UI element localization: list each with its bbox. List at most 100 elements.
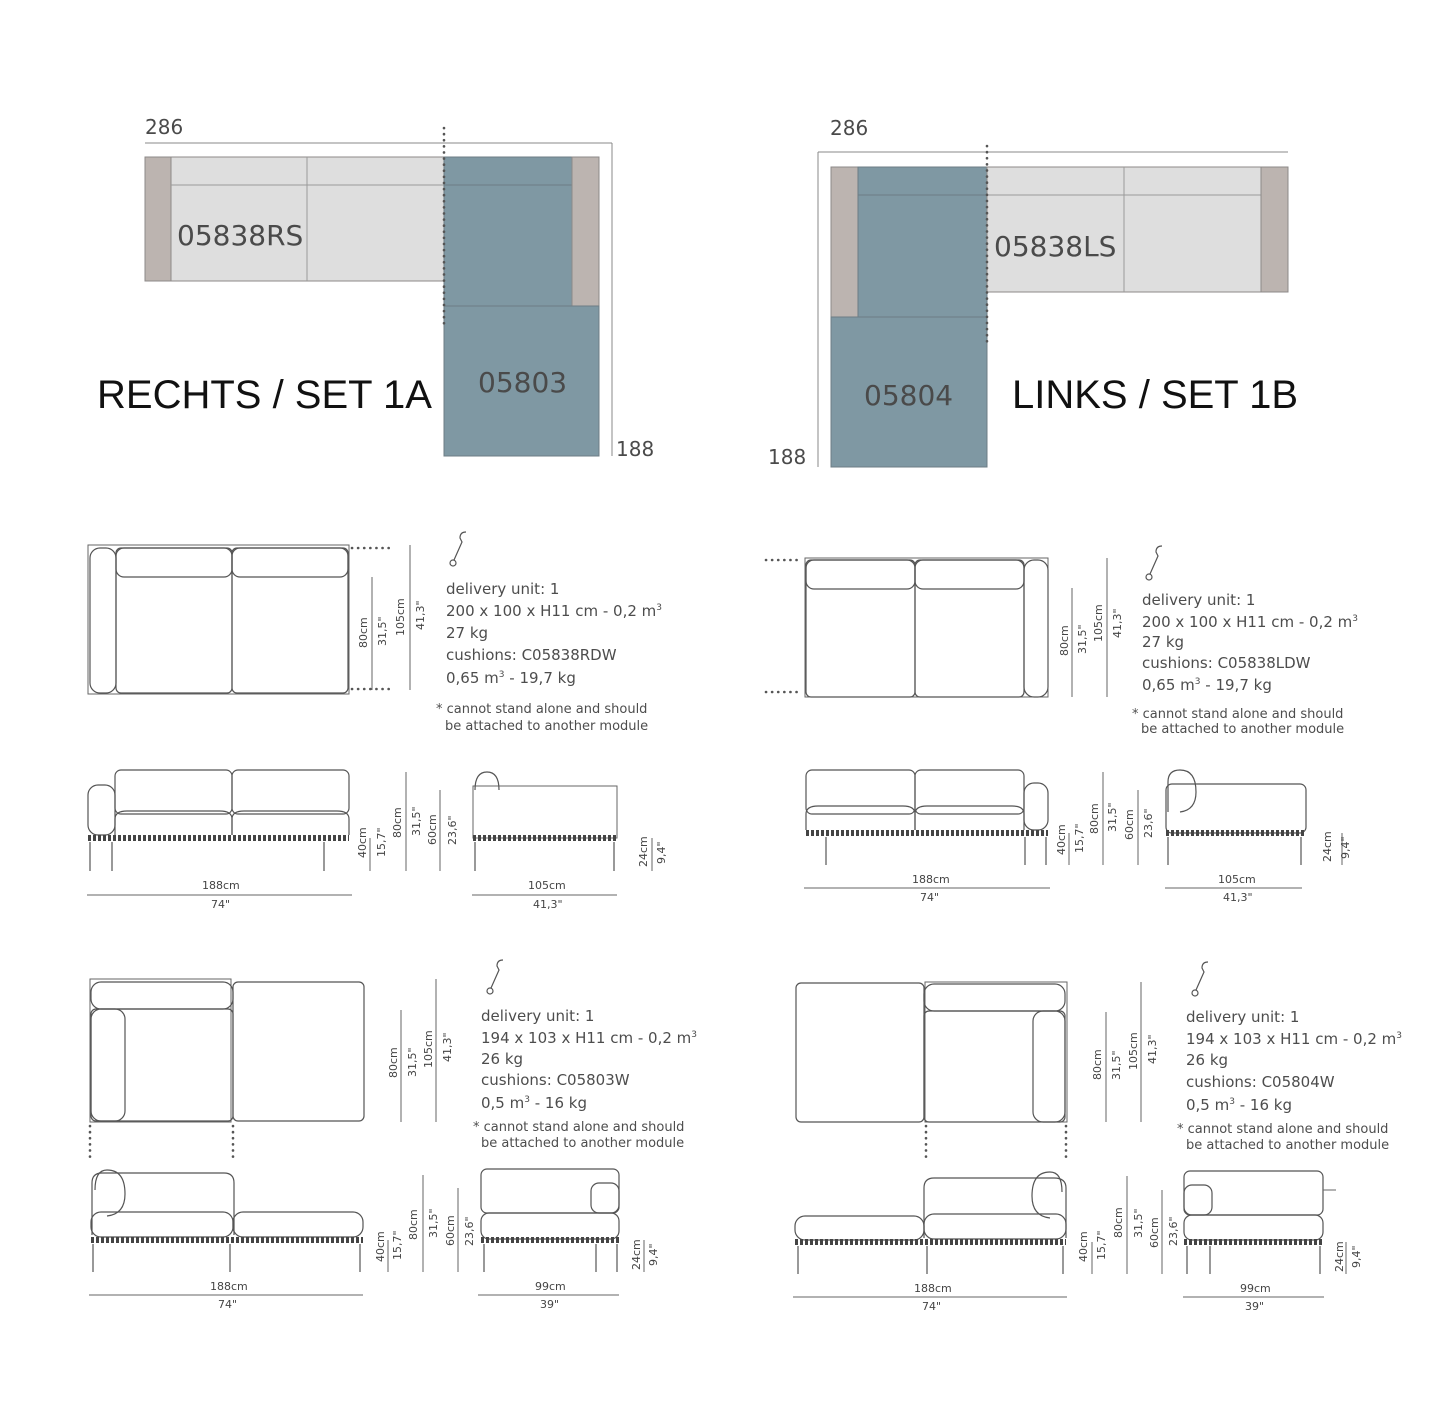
spec-note-2: be attached to another module	[1186, 1138, 1389, 1153]
dim-41-3in: 41,3"	[1146, 1034, 1159, 1064]
dim-40cm: 40cm	[1055, 824, 1068, 855]
dim-80cm: 80cm	[407, 1209, 420, 1240]
dim-74in: 74"	[218, 1298, 237, 1311]
dim-80cm: 80cm	[391, 807, 404, 838]
spec-delivery: delivery unit: 1	[446, 580, 559, 598]
dim-60cm: 60cm	[426, 814, 439, 845]
chaise-top-view-05804: 80cm 31,5" 105cm 41,3"	[795, 981, 1159, 1164]
module-code-05804: 05804	[864, 379, 953, 412]
dim-74in: 74"	[211, 898, 230, 911]
dim-40cm: 40cm	[374, 1231, 387, 1262]
dim-31-5in: 31,5"	[410, 806, 423, 836]
spec-box: 200 x 100 x H11 cm - 0,2 m3	[1142, 613, 1358, 631]
dim-41-3in: 41,3"	[1111, 608, 1124, 638]
spec-delivery: delivery unit: 1	[1186, 1008, 1299, 1026]
spec-note-2: be attached to another module	[445, 719, 648, 734]
spec-cushions: cushions: C05803W	[481, 1071, 630, 1089]
spec-block-rs: delivery unit: 1 200 x 100 x H11 cm - 0,…	[436, 580, 662, 734]
dim-23-6in: 23,6"	[446, 815, 459, 845]
wrench-icon	[449, 531, 467, 567]
dim-23-6in: 23,6"	[463, 1216, 476, 1246]
wrench-icon	[1191, 961, 1209, 997]
dim-9-4in: 9,4"	[1339, 836, 1352, 859]
plan-1a-depth-label: 188	[616, 437, 654, 461]
dim-188cm: 188cm	[912, 873, 950, 886]
dim-188cm: 188cm	[210, 1280, 248, 1293]
dim-31-5in: 31,5"	[406, 1047, 419, 1077]
dim-23-6in: 23,6"	[1142, 808, 1155, 838]
dim-99cm: 99cm	[1240, 1282, 1271, 1295]
sofa-top-view-rs: 80cm 31,5" 105cm 41,3"	[87, 544, 427, 695]
module-code-05803: 05803	[478, 366, 567, 399]
dim-24cm: 24cm	[1333, 1241, 1346, 1272]
sofa-front-view-ls: 188cm 74" 40cm 15,7" 80cm 31,5" 60cm 23,…	[804, 769, 1155, 904]
dim-188cm: 188cm	[202, 879, 240, 892]
dim-23-6in: 23,6"	[1167, 1216, 1180, 1246]
dim-24cm: 24cm	[1321, 831, 1334, 862]
dim-80cm: 80cm	[1088, 803, 1101, 834]
spec-cushion-volume: 0,65 m3 - 19,7 kg	[446, 669, 576, 687]
spec-box: 194 x 103 x H11 cm - 0,2 m3	[1186, 1030, 1402, 1048]
dim-60cm: 60cm	[444, 1215, 457, 1246]
dim-41-3in: 41,3"	[441, 1032, 454, 1062]
dim-40cm: 40cm	[356, 827, 369, 858]
wrench-icon	[486, 959, 504, 995]
spec-note-1: * cannot stand alone and should	[473, 1120, 684, 1135]
plan-1a-width-label: 286	[145, 115, 183, 139]
dim-24cm: 24cm	[630, 1239, 643, 1270]
spec-block-05803: delivery unit: 1 194 x 103 x H11 cm - 0,…	[473, 1007, 697, 1151]
dim-39in: 39"	[540, 1298, 559, 1311]
dim-60cm: 60cm	[1123, 809, 1136, 840]
dim-31-5in: 31,5"	[1132, 1208, 1145, 1238]
sofa-front-view-rs: 188cm 74" 40cm 15,7" 80cm 31,5" 60cm 23,…	[87, 769, 459, 911]
spec-cushion-volume: 0,5 m3 - 16 kg	[481, 1094, 587, 1112]
spec-weight: 26 kg	[1186, 1051, 1228, 1069]
spec-box: 194 x 103 x H11 cm - 0,2 m3	[481, 1029, 697, 1047]
dim-74in: 74"	[920, 891, 939, 904]
wrench-icon	[1145, 545, 1163, 581]
dim-40cm: 40cm	[1077, 1231, 1090, 1262]
dim-31-5in: 31,5"	[1110, 1050, 1123, 1080]
dim-80cm: 80cm	[1091, 1049, 1104, 1080]
dim-24cm: 24cm	[637, 836, 650, 867]
sofa-top-view-ls: 80cm 31,5" 105cm 41,3"	[764, 557, 1124, 698]
dim-31-5in: 31,5"	[1106, 802, 1119, 832]
chaise-side-view-05803: 99cm 39" 24cm 9,4"	[478, 1168, 660, 1311]
spec-weight: 27 kg	[446, 624, 488, 642]
spec-block-ls: delivery unit: 1 200 x 100 x H11 cm - 0,…	[1132, 591, 1358, 737]
spec-cushions: cushions: C05838LDW	[1142, 654, 1311, 672]
spec-note-1: * cannot stand alone and should	[436, 702, 647, 717]
chaise-front-view-05803: 188cm 74" 40cm 15,7" 80cm 31,5" 60cm 23,…	[89, 1169, 476, 1311]
spec-cushion-volume: 0,65 m3 - 19,7 kg	[1142, 676, 1272, 694]
dim-74in: 74"	[922, 1300, 941, 1313]
dim-105cm: 105cm	[528, 879, 566, 892]
dim-31-5in: 31,5"	[427, 1208, 440, 1238]
plan-set-1a: 286 188 05838RS 05803 RECHTS / SET 1A	[97, 115, 654, 461]
dim-9-4in: 9,4"	[647, 1243, 660, 1266]
spec-weight: 27 kg	[1142, 633, 1184, 651]
set-1a-title: RECHTS / SET 1A	[97, 373, 432, 417]
spec-cushions: cushions: C05838RDW	[446, 646, 617, 664]
dim-31-5in: 31,5"	[1076, 624, 1089, 654]
spec-cushion-volume: 0,5 m3 - 16 kg	[1186, 1096, 1292, 1114]
dim-15-7in: 15,7"	[1095, 1230, 1108, 1260]
dim-80cm: 80cm	[1112, 1207, 1125, 1238]
dim-39in: 39"	[1245, 1300, 1264, 1313]
dim-31-5in: 31,5"	[376, 616, 389, 646]
dim-105cm: 105cm	[422, 1030, 435, 1068]
spec-note-1: * cannot stand alone and should	[1177, 1122, 1388, 1137]
dim-60cm: 60cm	[1148, 1217, 1161, 1248]
dim-80cm: 80cm	[387, 1047, 400, 1078]
dim-15-7in: 15,7"	[391, 1230, 404, 1260]
chaise-front-view-05804: 188cm 74" 40cm 15,7" 80cm 31,5" 60cm 23,…	[793, 1171, 1180, 1313]
dim-105cm: 105cm	[1092, 604, 1105, 642]
plan-set-1b: 286 188 05838LS 05804 LINKS / SET 1B	[768, 116, 1298, 469]
dim-9-4in: 9,4"	[1350, 1245, 1363, 1268]
dim-99cm: 99cm	[535, 1280, 566, 1293]
dim-15-7in: 15,7"	[1073, 823, 1086, 853]
set-1b-title: LINKS / SET 1B	[1012, 373, 1298, 417]
dim-41-3in: 41,3"	[1223, 891, 1253, 904]
sofa-side-view-rs: 105cm 41,3" 24cm 9,4"	[472, 771, 668, 911]
spec-cushions: cushions: C05804W	[1186, 1073, 1335, 1091]
dim-9-4in: 9,4"	[655, 841, 668, 864]
